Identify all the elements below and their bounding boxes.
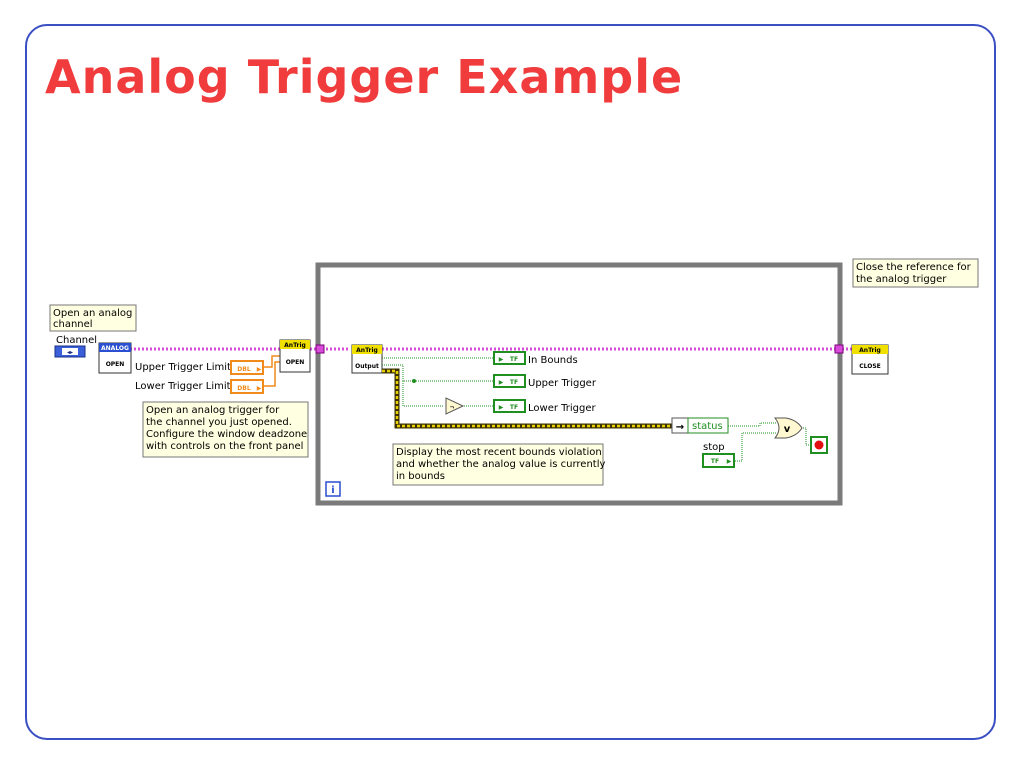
analog-open-header <box>99 343 131 352</box>
lower-limit-dbl: DBL <box>237 385 251 392</box>
analog-open-header-text: ANALOG <box>101 345 129 352</box>
stop-control[interactable] <box>702 453 735 468</box>
upper-limit-arrow-icon: ▶ <box>257 366 262 373</box>
comment-open-channel <box>49 304 137 332</box>
lower-limit-wire <box>264 361 280 387</box>
lower-trigger-label: Lower Trigger <box>528 403 597 414</box>
upper-limit-terminal[interactable] <box>230 360 264 375</box>
channel-arrows-icon: ◂▸ <box>67 349 73 356</box>
antrig-open-text: OPEN <box>286 359 305 366</box>
not-gate[interactable] <box>445 397 465 415</box>
antrig-close-text: CLOSE <box>859 363 881 370</box>
in-bounds-indicator <box>493 351 526 365</box>
comment-open-channel-line1: Open an analog <box>53 308 132 319</box>
lower-limit-label: Lower Trigger Limit <box>135 381 231 392</box>
antrig-output-text: Output <box>355 363 379 370</box>
wire-stop-or <box>735 432 777 462</box>
comment-open-trigger-line4: with controls on the front panel <box>146 441 303 452</box>
while-loop <box>315 262 843 506</box>
lower-trigger-arrow-icon: ▶ <box>499 404 504 411</box>
in-bounds-arrow-icon: ▶ <box>499 356 504 363</box>
or-gate-symbol: v <box>784 424 791 435</box>
antrig-close-header <box>852 345 888 354</box>
loop-iteration-label: i <box>331 485 334 496</box>
wire-to-not <box>402 381 444 407</box>
upper-trigger-tf: TF <box>510 379 518 386</box>
comment-close <box>852 258 979 288</box>
antrig-output-header-text: AnTrig <box>356 347 378 354</box>
error-wire-outline <box>382 368 672 429</box>
stop-label: stop <box>703 442 725 453</box>
stop-arrow-icon: ▶ <box>727 458 732 465</box>
antrig-open-header <box>280 340 310 349</box>
comment-open-trigger-line2: the channel you just opened. <box>146 417 292 428</box>
comment-close-line2: the analog trigger <box>856 274 947 285</box>
upper-trigger-label: Upper Trigger <box>528 378 597 389</box>
upper-limit-label: Upper Trigger Limit <box>135 362 231 373</box>
channel-control-inner <box>62 348 78 355</box>
comment-display-line2: and whether the analog value is currentl… <box>396 459 605 470</box>
upper-limit-wire <box>264 355 280 368</box>
wire-junction-upper <box>412 379 416 383</box>
lower-trigger-indicator <box>493 399 526 413</box>
stop-sign-icon <box>814 440 824 450</box>
comment-open-channel-line2: channel <box>53 319 93 330</box>
stop-tf: TF <box>711 458 719 465</box>
lower-limit-terminal[interactable] <box>230 379 264 394</box>
analog-open-text: OPEN <box>106 361 125 368</box>
loop-tunnel-right <box>834 344 844 354</box>
comment-open-trigger <box>142 401 309 458</box>
wire-or-condition <box>801 427 811 446</box>
slide-title: Analog Trigger Example <box>45 50 684 104</box>
comment-display-line3: in bounds <box>396 471 445 482</box>
in-bounds-tf: TF <box>510 356 518 363</box>
loop-iteration-terminal <box>325 481 341 497</box>
not-gate-symbol: ¬ <box>449 404 454 411</box>
upper-trigger-arrow-icon: ▶ <box>499 379 504 386</box>
comment-open-trigger-line3: Configure the window deadzone <box>146 429 307 440</box>
lower-trigger-tf: TF <box>510 404 518 411</box>
antrig-close-header-text: AnTrig <box>859 347 881 354</box>
status-label: status <box>692 421 723 432</box>
error-wire <box>382 369 672 428</box>
in-bounds-label: In Bounds <box>528 355 578 366</box>
upper-limit-dbl: DBL <box>237 366 251 373</box>
comment-close-line1: Close the reference for <box>856 262 972 273</box>
wire-upper-trigger <box>382 364 494 382</box>
upper-trigger-indicator <box>493 374 526 388</box>
comment-display <box>392 443 604 486</box>
comment-display-line1: Display the most recent bounds violation <box>396 447 602 458</box>
antrig-output-header <box>352 345 382 354</box>
wire-status-or <box>728 422 777 427</box>
slide-frame <box>25 24 996 740</box>
lower-limit-arrow-icon: ▶ <box>257 385 262 392</box>
antrig-open-header-text: AnTrig <box>284 342 306 349</box>
unbundle-arrow-icon: → <box>676 422 684 433</box>
or-gate[interactable] <box>773 417 803 439</box>
channel-label: Channel <box>56 335 97 346</box>
loop-tunnel-left <box>315 344 325 354</box>
comment-open-trigger-line1: Open an analog trigger for <box>146 405 280 416</box>
